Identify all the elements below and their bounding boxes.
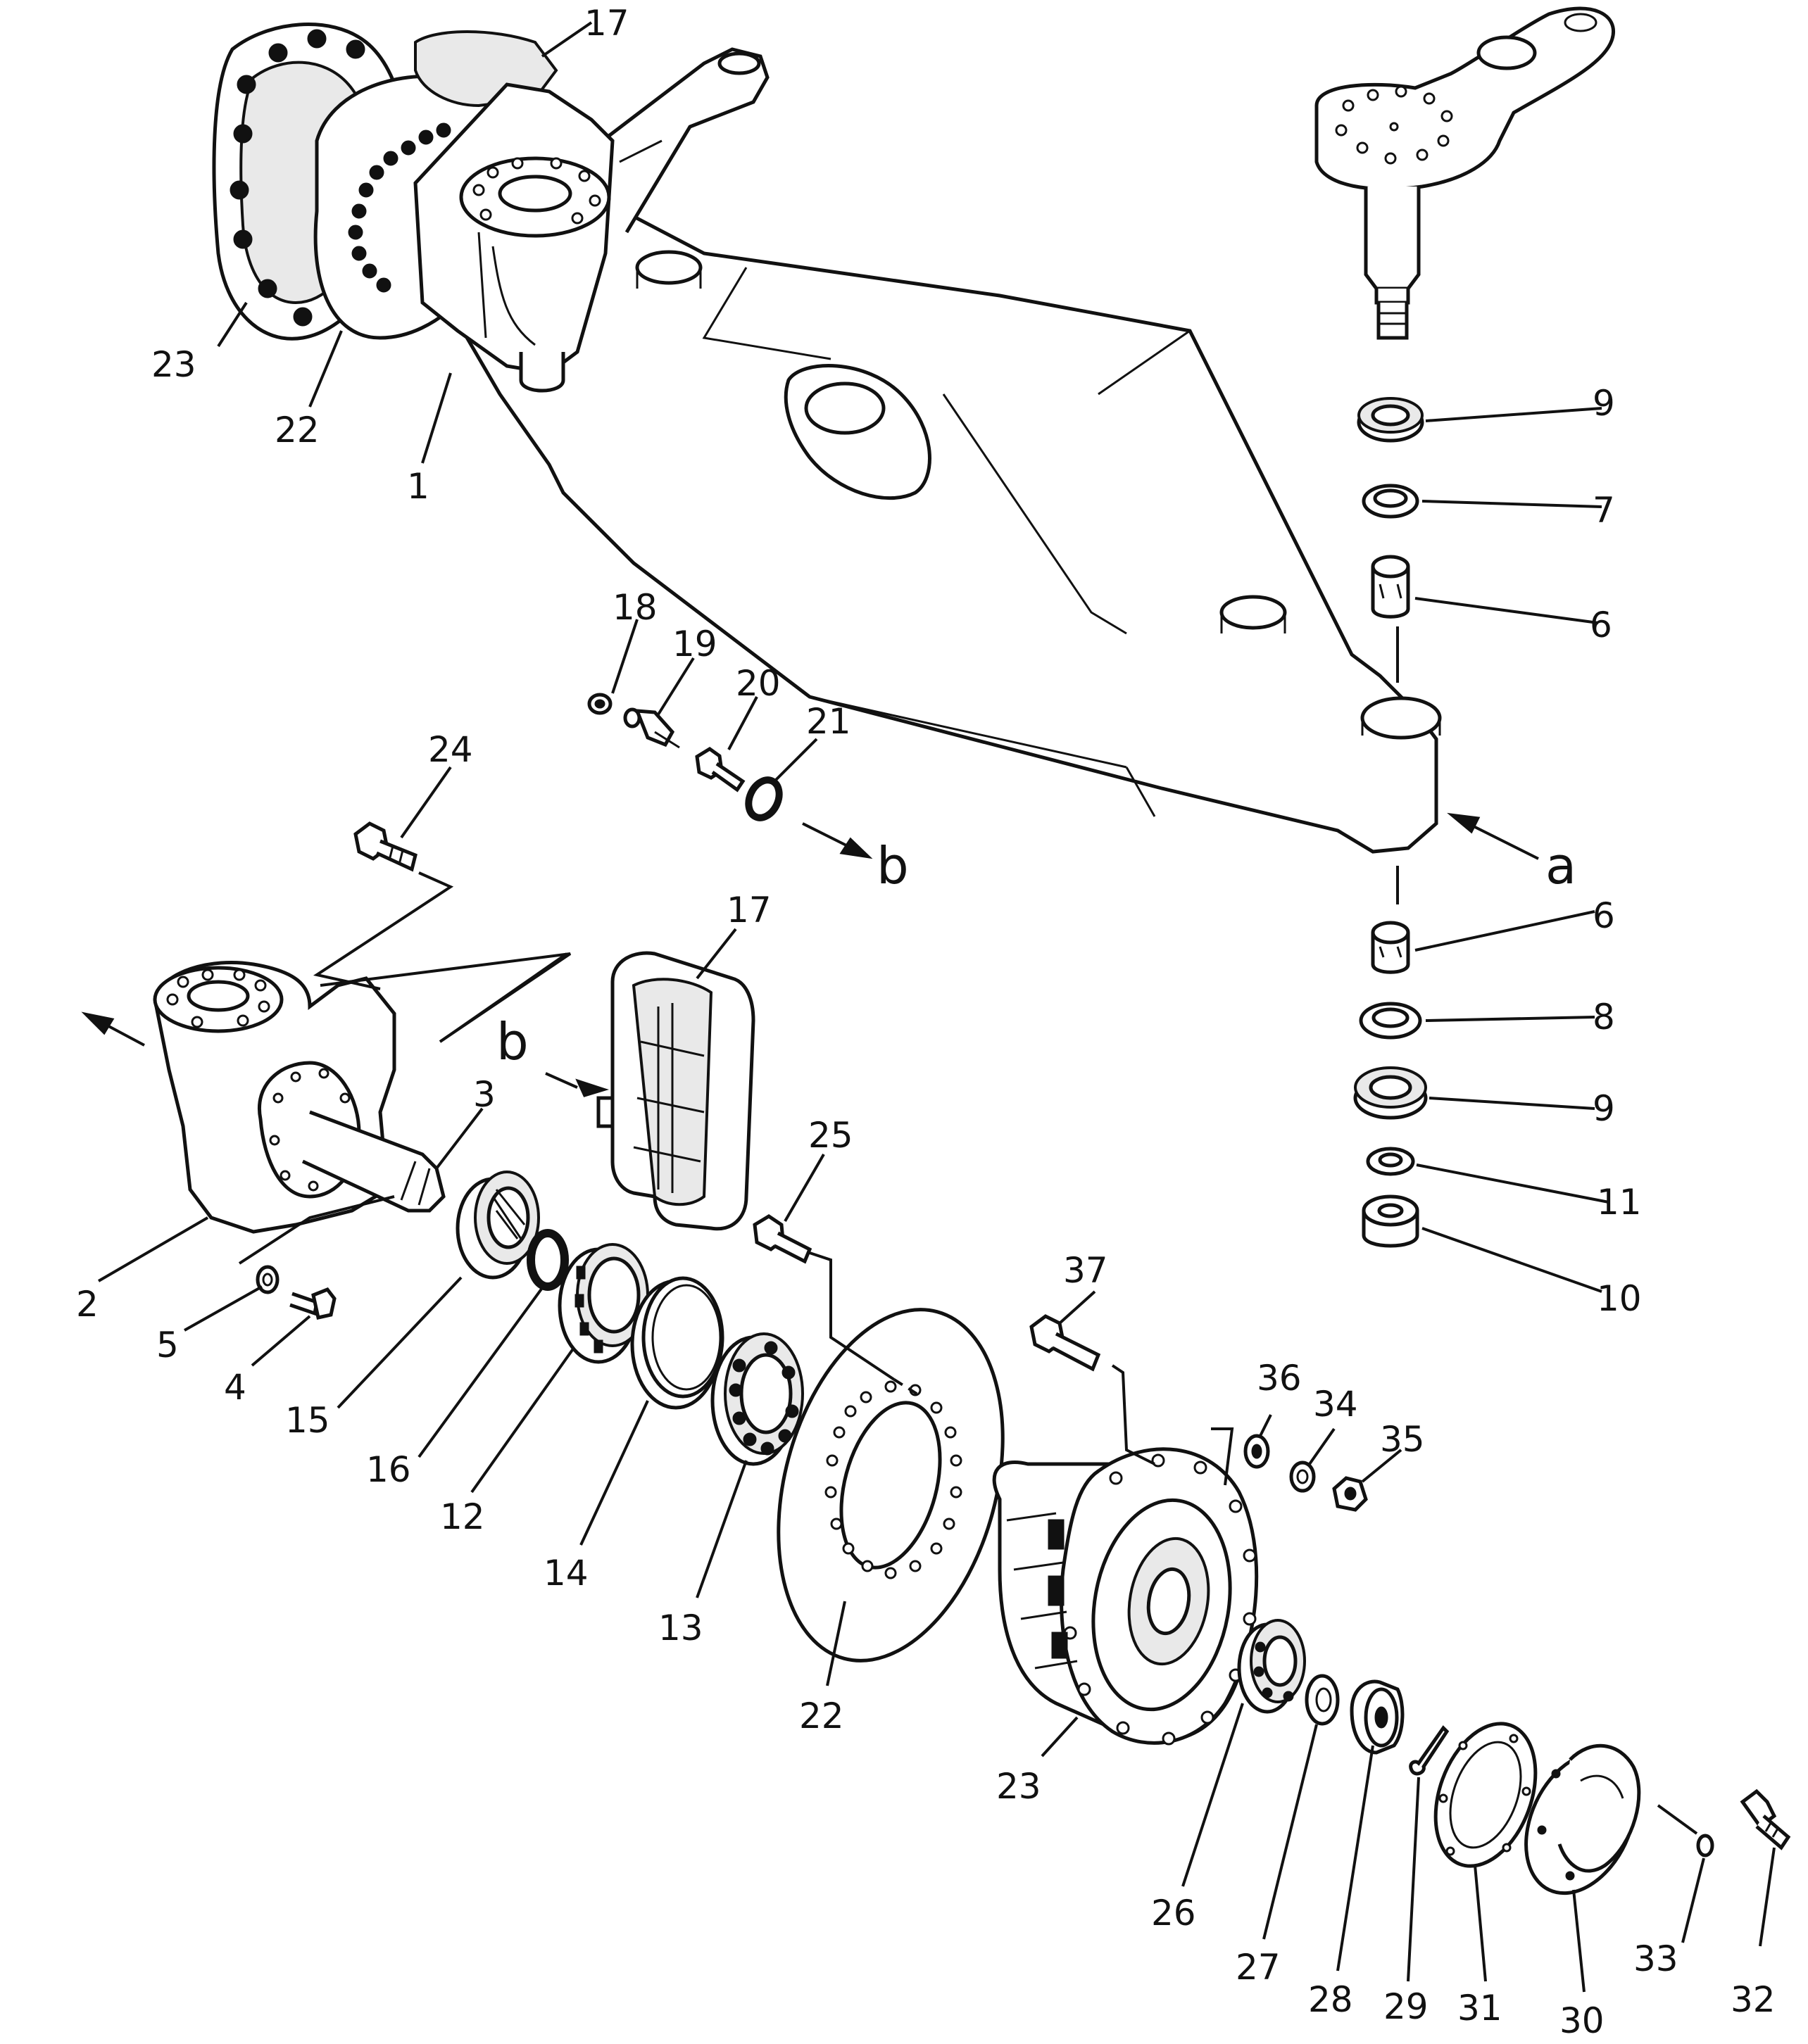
view-marker-b-top: b bbox=[877, 836, 909, 895]
callout-36: 36 bbox=[1257, 1358, 1302, 1399]
callout-20: 20 bbox=[736, 663, 781, 704]
gasket-31 bbox=[1433, 1722, 1538, 1868]
view-marker-b-mid: b bbox=[496, 1012, 529, 1071]
steering-knuckle-2 bbox=[81, 961, 446, 1234]
bearing-cone-12 bbox=[558, 1243, 649, 1364]
callout-16: 16 bbox=[366, 1449, 411, 1490]
callout-9-top: 9 bbox=[1593, 383, 1615, 424]
washer-7 bbox=[1362, 484, 1419, 519]
o-ring-21 bbox=[745, 776, 783, 821]
steering-arm bbox=[1314, 6, 1615, 340]
callout-6-bottom: 6 bbox=[1593, 895, 1615, 936]
washer-36 bbox=[1243, 1434, 1270, 1469]
callout-25: 25 bbox=[808, 1115, 853, 1156]
callout-9-bottom: 9 bbox=[1593, 1088, 1615, 1129]
callout-3: 3 bbox=[473, 1074, 496, 1115]
bolt-25 bbox=[753, 1214, 812, 1264]
wheel-hub-23 bbox=[992, 1447, 1259, 1746]
washer-5 bbox=[256, 1265, 280, 1294]
callout-34: 34 bbox=[1313, 1384, 1358, 1425]
brake-caliper-17 bbox=[596, 951, 755, 1231]
callout-28: 28 bbox=[1308, 1979, 1353, 2020]
callout-labels: 1 2 3 4 5 6 6 7 8 9 9 10 11 12 13 14 15 … bbox=[76, 3, 1776, 2041]
callout-5: 5 bbox=[156, 1325, 179, 1365]
callout-24: 24 bbox=[428, 729, 473, 770]
callout-15: 15 bbox=[285, 1400, 330, 1441]
callout-18: 18 bbox=[613, 587, 658, 628]
callout-7: 7 bbox=[1593, 490, 1615, 531]
seal-15 bbox=[456, 1171, 540, 1280]
callout-27: 27 bbox=[1236, 1947, 1281, 1988]
callout-30: 30 bbox=[1559, 2000, 1605, 2041]
callout-23-top: 23 bbox=[151, 344, 196, 385]
fitting-19 bbox=[623, 707, 680, 749]
cotter-pin-29 bbox=[1409, 1725, 1450, 1776]
callout-2: 2 bbox=[76, 1284, 99, 1325]
bushing-6-top bbox=[1371, 555, 1410, 619]
leader-lines bbox=[97, 21, 1776, 1993]
view-marker-a: a bbox=[1545, 836, 1576, 895]
callout-17-lower: 17 bbox=[727, 890, 772, 930]
callout-22-lower: 22 bbox=[799, 1696, 844, 1736]
callout-33: 33 bbox=[1633, 1938, 1678, 1979]
callout-4: 4 bbox=[224, 1367, 246, 1408]
bolt-37 bbox=[1029, 1314, 1101, 1372]
callout-21: 21 bbox=[806, 701, 851, 742]
washer-27 bbox=[1305, 1674, 1340, 1726]
bearing-13 bbox=[710, 1332, 804, 1466]
callout-32: 32 bbox=[1731, 1979, 1776, 2020]
cap-30 bbox=[1524, 1743, 1641, 1895]
washer-8 bbox=[1359, 1002, 1422, 1040]
callout-29: 29 bbox=[1383, 1986, 1429, 2027]
callout-31: 31 bbox=[1457, 1988, 1502, 2029]
callout-26: 26 bbox=[1151, 1893, 1196, 1933]
callout-22-top: 22 bbox=[275, 410, 320, 450]
bolt-32 bbox=[1740, 1788, 1791, 1850]
callout-12: 12 bbox=[440, 1496, 485, 1537]
washer-33 bbox=[1696, 1834, 1714, 1857]
bearing-cup-14 bbox=[630, 1276, 724, 1410]
callout-10: 10 bbox=[1597, 1278, 1642, 1319]
callout-1: 1 bbox=[407, 466, 429, 507]
view-markers: a b b bbox=[496, 836, 1576, 1071]
callout-14: 14 bbox=[544, 1553, 589, 1594]
bearing-26 bbox=[1237, 1619, 1306, 1714]
callout-19: 19 bbox=[672, 624, 717, 664]
nut-35 bbox=[1332, 1476, 1368, 1512]
bolt-24 bbox=[353, 821, 418, 872]
assembly-lines bbox=[238, 871, 1698, 1835]
callout-17-top: 17 bbox=[584, 3, 629, 44]
callout-8: 8 bbox=[1593, 997, 1615, 1037]
kingpin-parts-stack bbox=[1353, 397, 1428, 1248]
bearing-9-bottom bbox=[1353, 1066, 1428, 1120]
o-ring-16 bbox=[527, 1229, 569, 1291]
washer-34 bbox=[1289, 1461, 1316, 1493]
assembled-hub-upper bbox=[212, 23, 615, 393]
nut-28 bbox=[1350, 1679, 1405, 1755]
callout-11: 11 bbox=[1597, 1182, 1642, 1223]
bushing-6-bottom bbox=[1371, 921, 1410, 974]
callout-37: 37 bbox=[1063, 1250, 1108, 1291]
bearing-9-top bbox=[1357, 397, 1424, 443]
callout-23-lower: 23 bbox=[996, 1766, 1041, 1807]
callout-13: 13 bbox=[658, 1608, 703, 1648]
washer-11 bbox=[1366, 1147, 1415, 1176]
callout-35: 35 bbox=[1380, 1419, 1425, 1460]
nut-10 bbox=[1362, 1194, 1419, 1248]
brake-disc-22 bbox=[777, 1308, 1005, 1663]
callout-6-top: 6 bbox=[1590, 605, 1612, 645]
screw-20 bbox=[695, 747, 746, 793]
fitting-18 bbox=[587, 693, 613, 715]
bolt-4 bbox=[289, 1287, 337, 1320]
